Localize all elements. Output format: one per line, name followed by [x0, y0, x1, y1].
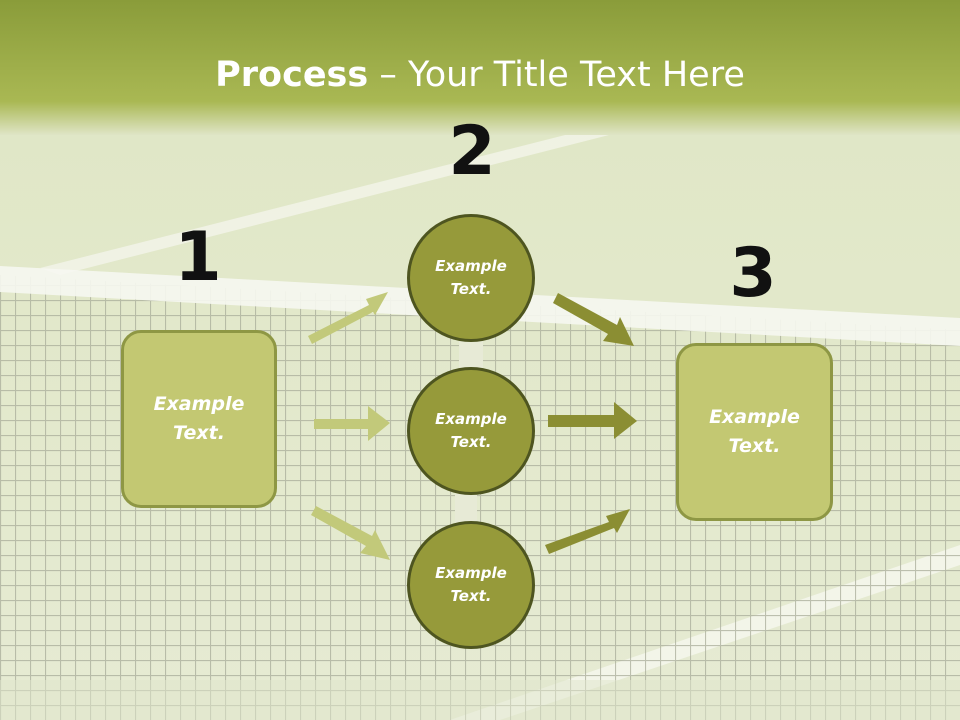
step-2-circle-middle[interactable]: Example Text. [407, 367, 535, 495]
arrow-2-to-3-middle [548, 402, 637, 439]
circle-connector-bottom [455, 494, 477, 528]
slide-title: Process – Your Title Text Here [0, 52, 960, 98]
step-2-number: 2 [448, 112, 496, 191]
title-bold: Process [215, 55, 369, 95]
step-3-number: 3 [729, 234, 777, 313]
step-2-circle-bottom[interactable]: Example Text. [407, 521, 535, 649]
arrow-1-to-2-top [308, 292, 388, 344]
arrow-1-to-2-bottom [311, 506, 390, 560]
step-2-top-label: Example Text. [435, 257, 507, 298]
step-2-circle-top[interactable]: Example Text. [407, 214, 535, 342]
arrow-2-to-3-bottom [545, 509, 630, 554]
step-1-label: Example Text. [153, 393, 245, 444]
step-2-middle-label: Example Text. [435, 410, 507, 451]
arrow-2-to-3-top [553, 293, 634, 346]
step-2-bottom-label: Example Text. [435, 564, 507, 605]
arrow-1-to-2-middle [314, 406, 390, 441]
step-3-box[interactable]: Example Text. [676, 343, 833, 521]
title-rest: – Your Title Text Here [368, 55, 745, 95]
step-1-number: 1 [174, 218, 222, 297]
step-1-box[interactable]: Example Text. [121, 330, 277, 508]
step-3-label: Example Text. [709, 406, 800, 457]
